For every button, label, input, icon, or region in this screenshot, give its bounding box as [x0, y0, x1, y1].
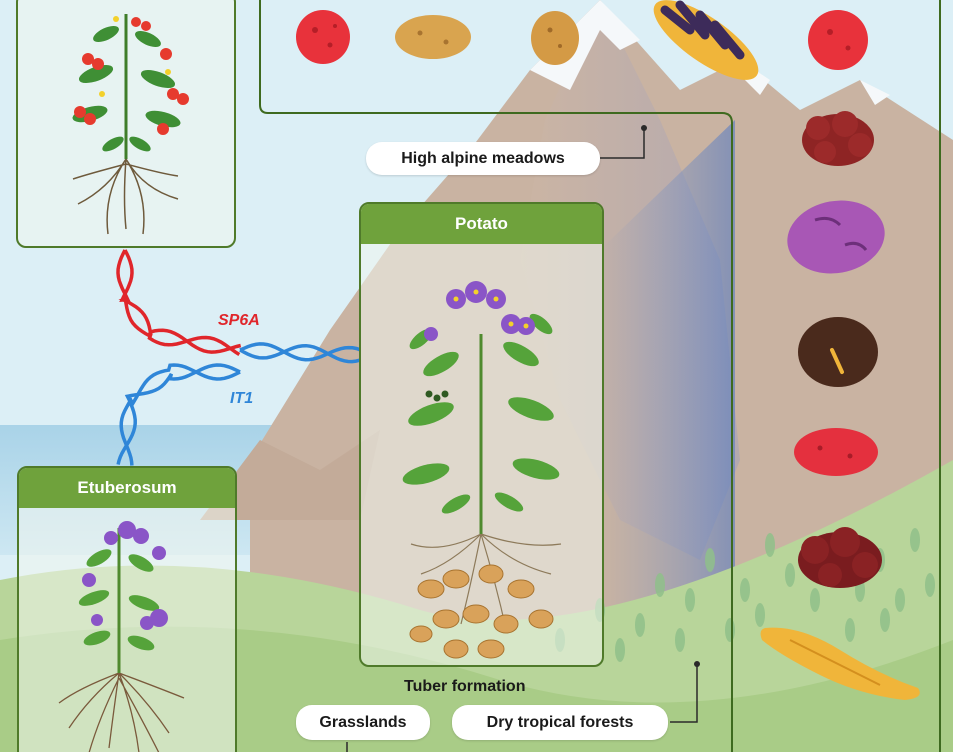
potato-berries: [425, 390, 449, 402]
forest-tree: [910, 528, 920, 552]
it1-helix-strand: [116, 363, 241, 465]
tomato-leaves: [72, 25, 181, 152]
tuber-collection: [296, 0, 920, 700]
snow-cap-small: [740, 60, 890, 105]
dark-red-cluster-tuber: [798, 527, 882, 588]
potato-plant-illustration: [402, 281, 562, 659]
tuber-formation-label: Tuber formation: [404, 678, 526, 695]
etuberosum-roots: [58, 672, 185, 752]
sp6a-gene-label: SP6A: [218, 312, 260, 329]
forest-tree: [740, 578, 750, 602]
it1-helix-strand: [119, 363, 241, 466]
etuberosum-panel: Etuberosum: [17, 466, 237, 752]
etuberosum-leaves: [78, 549, 160, 651]
tan-oval-tuber: [395, 15, 471, 59]
tomato-plant-illustration: [72, 14, 189, 235]
tomato-roots: [72, 158, 179, 235]
forest-tree: [675, 628, 685, 652]
potato-flowers: [424, 281, 535, 341]
forest-tree: [755, 603, 765, 627]
forest-tree: [685, 588, 695, 612]
potato-flower-centers: [453, 289, 529, 329]
etuberosum-flowers: [82, 521, 168, 630]
sp6a-to-potato-helix-strand: [239, 342, 361, 362]
purple-oval-tuber: [787, 200, 885, 274]
forest-tree: [765, 533, 775, 557]
red-oval-tuber: [794, 428, 878, 476]
dry-tropical-forests-label: Dry tropical forests: [452, 705, 668, 740]
alpine-leader-line: [600, 128, 645, 159]
forest-tree: [615, 638, 625, 662]
potato-panel-title: Potato: [361, 204, 602, 244]
formation-beam: [600, 120, 735, 720]
forest-tree: [785, 563, 795, 587]
alpine-bracket: [259, 0, 733, 752]
foothill: [200, 430, 380, 520]
sp6a-helix-strand: [116, 249, 241, 356]
dark-red-knobby-tuber: [802, 111, 874, 166]
dna-helices: [116, 249, 361, 466]
tomato-flowers: [99, 16, 171, 97]
forest-tree: [895, 588, 905, 612]
red-round-tuber: [296, 10, 350, 64]
potato-tubers: [409, 564, 554, 659]
forest-leader-dot: [694, 661, 700, 667]
sp6a-helix-strand: [119, 249, 242, 354]
forest-tree: [880, 608, 890, 632]
forest-tree: [810, 588, 820, 612]
yellow-fingerling-tuber: [760, 627, 920, 700]
purple-striped-fingerling-tuber: [653, 0, 759, 80]
grass-foreground: [0, 626, 953, 752]
etuberosum-plant-illustration: [58, 521, 185, 752]
snow-cap: [530, 0, 640, 90]
forest-tree: [635, 613, 645, 637]
brown-dark-tuber: [798, 317, 878, 387]
etuberosum-panel-title: Etuberosum: [19, 468, 235, 508]
small-tan-tuber: [531, 11, 579, 65]
potato-panel: Potato: [359, 202, 604, 667]
forest-tree: [705, 548, 715, 572]
forest-tree: [725, 618, 735, 642]
forest-tree: [655, 573, 665, 597]
tomato-fruits: [74, 17, 189, 135]
red-round-tuber-2: [808, 10, 868, 70]
high-alpine-meadows-label: High alpine meadows: [366, 142, 600, 175]
alpine-leader-dot: [641, 125, 647, 131]
forest-tree: [925, 573, 935, 597]
sp6a-to-potato-helix-strand: [239, 343, 361, 364]
grasslands-label: Grasslands: [296, 705, 430, 740]
forest-leader-line: [670, 664, 698, 723]
it1-gene-label: IT1: [230, 390, 254, 407]
tomato-panel: [16, 0, 236, 248]
forest-tree: [845, 618, 855, 642]
